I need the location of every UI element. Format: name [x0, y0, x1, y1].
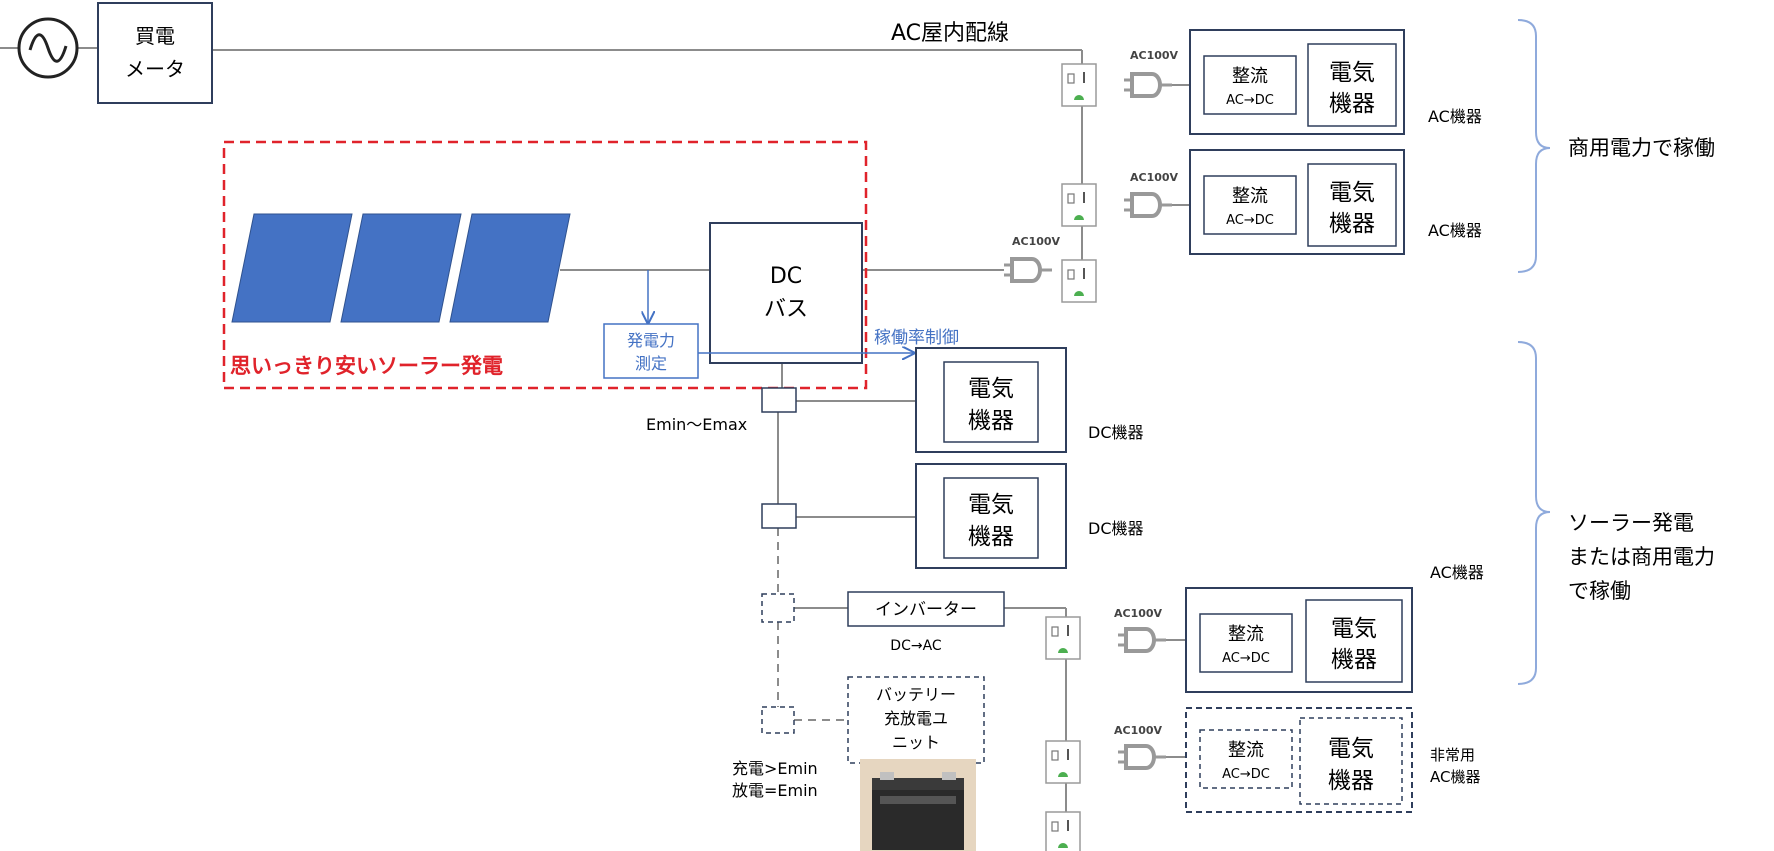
appliance-label-1: 電気 — [968, 492, 1014, 518]
solar-panel-3 — [449, 213, 571, 323]
outlet-icon-2 — [1061, 183, 1097, 227]
rectifier-sub: AC→DC — [1226, 213, 1274, 228]
group-label-mixed-1: ソーラー発電 — [1568, 511, 1694, 535]
outlet-icon-3 — [1061, 259, 1097, 303]
meter-label-2: メータ — [125, 57, 185, 81]
dc-bus-label-2: バス — [764, 297, 808, 322]
dc-device-2: 電気 機器 — [915, 463, 1067, 569]
battery-photo-icon — [860, 759, 976, 851]
dc-junction-1 — [761, 387, 797, 413]
dc-bus-label-1: DC — [770, 264, 802, 289]
plug-icon-3 — [1002, 257, 1054, 283]
group-label-commercial: 商用電力で稼働 — [1568, 136, 1715, 160]
battery-wiring — [777, 528, 848, 721]
inverter: インバーター — [847, 591, 1005, 627]
rectifier-sub: AC→DC — [1226, 93, 1274, 108]
ac-device-1: 整流 AC→DC 電気 機器 — [1189, 29, 1405, 135]
dc-bus: DC バス — [709, 222, 863, 364]
ac-source-icon — [17, 17, 79, 79]
ac-device-2: 整流 AC→DC 電気 機器 — [1189, 149, 1405, 255]
ac-wiring-label: AC屋内配線 — [891, 21, 1009, 46]
power-measure: 発電力 測定 — [603, 323, 699, 379]
appliance-label-1: 電気 — [1331, 616, 1377, 642]
ac-device-label-3: AC機器 — [1430, 563, 1484, 582]
rectifier-title: 整流 — [1228, 740, 1264, 761]
appliance-label-2: 機器 — [1329, 211, 1375, 237]
dc-junction-4 — [761, 706, 795, 734]
battery-unit: バッテリー 充放電ユ ニット — [847, 676, 985, 764]
appliance-label-2: 機器 — [968, 408, 1014, 434]
dc-device-label-2: DC機器 — [1088, 519, 1144, 538]
group-label-mixed-2: または商用電力 — [1568, 545, 1715, 569]
dc-junction-2 — [761, 503, 797, 529]
outlet-voltage-label-4: AC100V — [1114, 607, 1163, 620]
ac-device-label-1: AC機器 — [1428, 107, 1482, 126]
power-measure-label-1: 発電力 — [627, 331, 675, 350]
rate-control-label: 稼働率制御 — [874, 328, 959, 348]
rectifier-title: 整流 — [1228, 624, 1264, 645]
power-measure-label-2: 測定 — [635, 354, 667, 373]
appliance-label-2: 機器 — [1329, 91, 1375, 117]
battery-unit-label-2: 充放電ユ — [884, 709, 948, 728]
appliance-label-2: 機器 — [1328, 768, 1374, 794]
plug-icon-4 — [1116, 627, 1168, 653]
solar-area-label: 思いっきり安いソーラー発電 — [230, 354, 503, 378]
emergency-device-label-2: AC機器 — [1430, 768, 1480, 786]
rectifier-sub: AC→DC — [1222, 651, 1270, 666]
inverter-sub-label: DC→AC — [890, 638, 942, 654]
inverter-label: インバーター — [875, 600, 977, 620]
ac-device-label-2: AC機器 — [1428, 221, 1482, 240]
outlet-voltage-label-1: AC100V — [1130, 49, 1179, 62]
group-label-mixed-3: で稼働 — [1568, 579, 1631, 603]
dc-junction-3 — [761, 593, 795, 623]
plug-icon-2 — [1122, 192, 1174, 218]
dc-device-label-1: DC機器 — [1088, 423, 1144, 442]
outlet-icon-5 — [1045, 740, 1081, 784]
meter: 買電 メータ — [97, 2, 213, 104]
rectifier-title: 整流 — [1232, 186, 1268, 207]
outlet-icon-6 — [1045, 811, 1081, 851]
emin-emax-label: Emin〜Emax — [646, 415, 747, 434]
dc-device-1: 電気 機器 — [915, 347, 1067, 453]
outlet-icon-4 — [1045, 616, 1081, 660]
ac-device-3: 整流 AC→DC 電気 機器 — [1185, 587, 1413, 693]
meter-label-1: 買電 — [135, 24, 175, 48]
rectifier-sub: AC→DC — [1222, 767, 1270, 782]
appliance-label-2: 機器 — [968, 524, 1014, 550]
plug-icon-5 — [1116, 744, 1168, 770]
plug-icon-1 — [1122, 72, 1174, 98]
charge-label: 充電>Emin — [732, 759, 818, 778]
solar-panels — [231, 213, 571, 323]
solar-area-border — [222, 140, 868, 390]
appliance-label-1: 電気 — [1329, 60, 1375, 86]
battery-unit-label-3: ニット — [892, 733, 940, 752]
appliance-label-2: 機器 — [1331, 647, 1377, 673]
rectifier-title: 整流 — [1232, 66, 1268, 87]
battery-unit-label-1: バッテリー — [876, 685, 956, 704]
outlet-voltage-label-5: AC100V — [1114, 724, 1163, 737]
solar-panel-2 — [340, 213, 462, 323]
appliance-label-1: 電気 — [1329, 180, 1375, 206]
outlet-icon-1 — [1061, 63, 1097, 107]
appliance-label-1: 電気 — [1328, 736, 1374, 762]
emergency-ac-device: 整流 AC→DC 電気 機器 — [1185, 707, 1413, 813]
discharge-label: 放電=Emin — [732, 781, 818, 800]
outlet-voltage-label-2: AC100V — [1130, 171, 1179, 184]
mixed-bracket — [1517, 341, 1551, 685]
solar-panel-1 — [231, 213, 353, 323]
emergency-device-label-1: 非常用 — [1430, 746, 1475, 764]
outlet-voltage-label-3: AC100V — [1012, 235, 1061, 248]
wiring — [0, 47, 1190, 812]
appliance-label-1: 電気 — [968, 376, 1014, 402]
commercial-bracket — [1517, 19, 1551, 273]
